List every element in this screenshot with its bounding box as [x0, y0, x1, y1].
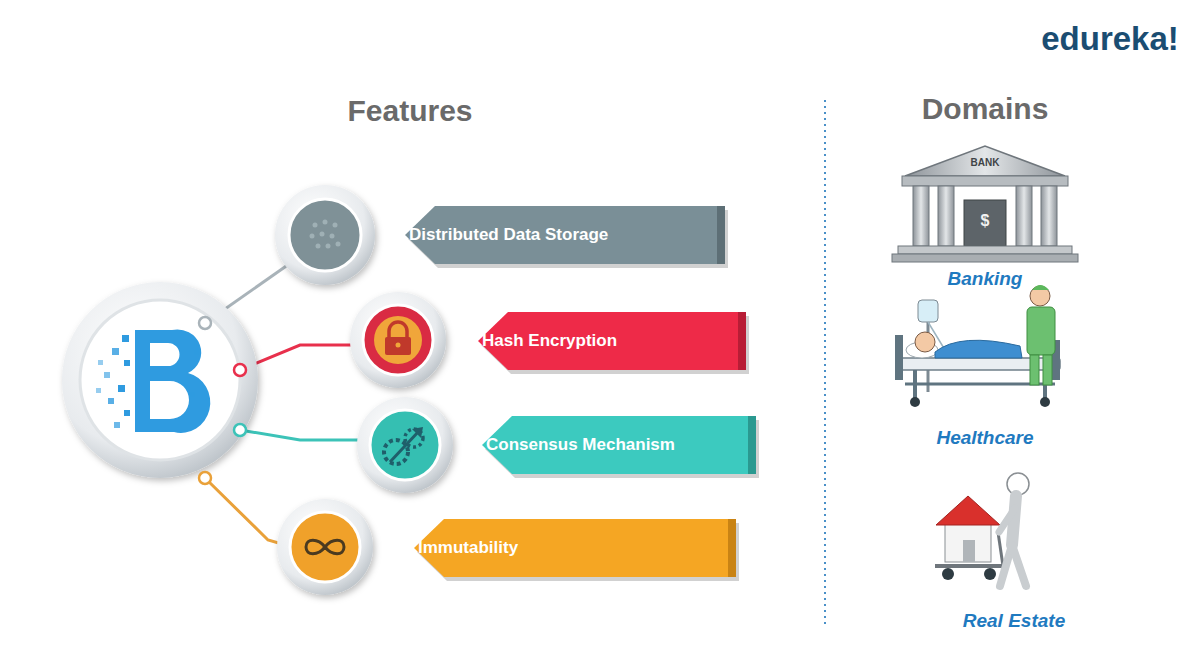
banner-body	[414, 519, 736, 577]
wire-dots	[199, 317, 246, 484]
bank-illustration	[892, 146, 1078, 262]
feature-text: Consensus Mechanism	[486, 435, 675, 455]
storage-icon	[275, 185, 375, 285]
feature-text: Distributed Data Storage	[409, 225, 608, 245]
blockchain-hub	[62, 282, 258, 478]
consensus-icon	[357, 397, 453, 493]
banner-edge	[748, 416, 756, 474]
banner-body	[478, 312, 746, 370]
banner-body	[405, 206, 725, 264]
feature-text: Hash Encryption	[482, 331, 617, 351]
section-heading: Features	[347, 94, 472, 128]
dollar-sign: $	[981, 212, 990, 230]
banner-edge	[728, 519, 736, 577]
brand-logo: edureka!	[1041, 20, 1179, 58]
immutability-icon	[277, 499, 373, 595]
banner-edge	[738, 312, 746, 370]
domain-label: Healthcare	[936, 427, 1033, 449]
divider-line	[824, 100, 826, 628]
feature-banner: Distributed Data Storage	[405, 206, 725, 264]
domain-label: Banking	[948, 268, 1023, 290]
bank-sign: BANK	[971, 157, 1000, 168]
feature-text: Immutability	[418, 538, 518, 558]
banner-body	[482, 416, 756, 474]
banner-edge	[717, 206, 725, 264]
lock-icon	[350, 292, 446, 388]
feature-banner: Consensus Mechanism	[482, 416, 756, 474]
domain-label: Real Estate	[963, 610, 1065, 632]
real-estate-illustration	[935, 473, 1029, 586]
section-heading: Domains	[922, 92, 1049, 126]
feature-banner: Immutability	[414, 519, 736, 577]
feature-banner: Hash Encryption	[478, 312, 746, 370]
healthcare-illustration	[895, 285, 1060, 407]
